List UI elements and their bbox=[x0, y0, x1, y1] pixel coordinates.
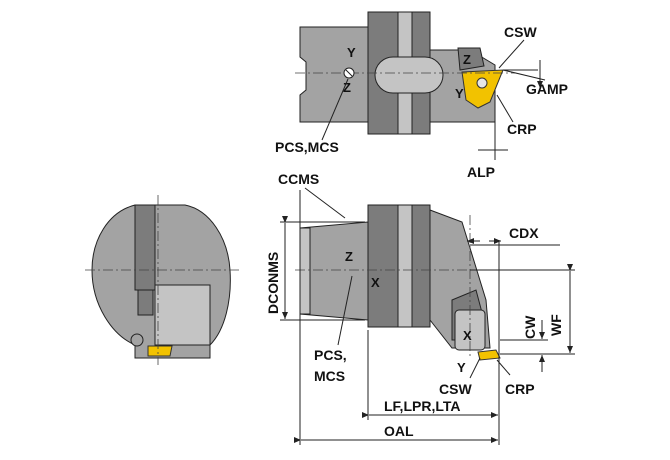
label-pcs-bottom: PCS, bbox=[314, 347, 347, 363]
axis-z-side: Z bbox=[345, 249, 353, 264]
label-pcs-mcs-top: PCS,MCS bbox=[275, 139, 339, 155]
label-crp-bottom: CRP bbox=[505, 381, 535, 397]
axis-y-top: Y bbox=[347, 45, 356, 60]
side-view-insert bbox=[477, 349, 501, 361]
side-view-dimensions bbox=[280, 187, 575, 445]
end-view-shank bbox=[134, 204, 156, 291]
side-view-flange-groove bbox=[397, 204, 413, 328]
label-lf-lpr-lta: LF,LPR,LTA bbox=[384, 398, 460, 414]
axis-z-top: Z bbox=[343, 80, 351, 95]
label-csw-top: CSW bbox=[504, 24, 537, 40]
top-view bbox=[295, 11, 515, 135]
side-view-shank-face bbox=[299, 227, 311, 315]
side-view bbox=[295, 204, 501, 361]
top-view-slot bbox=[374, 56, 444, 94]
label-csw-bottom: CSW bbox=[439, 381, 472, 397]
axis-y-insert-side: Y bbox=[457, 360, 466, 375]
top-view-shank bbox=[299, 26, 369, 123]
end-view bbox=[85, 195, 240, 365]
label-crp-top: CRP bbox=[507, 121, 537, 137]
label-wf: WF bbox=[548, 314, 564, 336]
end-view-pocket bbox=[137, 289, 154, 316]
end-view-head bbox=[154, 284, 211, 346]
label-cdx: CDX bbox=[509, 225, 539, 241]
label-cw: CW bbox=[522, 315, 538, 339]
label-oal: OAL bbox=[384, 423, 414, 439]
top-view-clamp bbox=[457, 47, 485, 71]
end-view-insert bbox=[147, 345, 173, 357]
end-view-screw bbox=[130, 333, 144, 347]
label-gamp: GAMP bbox=[526, 81, 568, 97]
label-dconms: DCONMS bbox=[265, 252, 281, 314]
top-view-insert bbox=[461, 69, 504, 109]
axis-x-insert-side: X bbox=[463, 328, 472, 343]
top-view-dimensions bbox=[321, 39, 546, 160]
label-ccms: CCMS bbox=[278, 171, 319, 187]
axis-y-insert-top: Y bbox=[455, 86, 464, 101]
top-view-insert-screw bbox=[476, 77, 488, 89]
label-mcs-bottom: MCS bbox=[314, 368, 345, 384]
label-alp: ALP bbox=[467, 164, 495, 180]
axis-z-insert-top: Z bbox=[463, 52, 471, 67]
axis-x-side: X bbox=[371, 275, 380, 290]
